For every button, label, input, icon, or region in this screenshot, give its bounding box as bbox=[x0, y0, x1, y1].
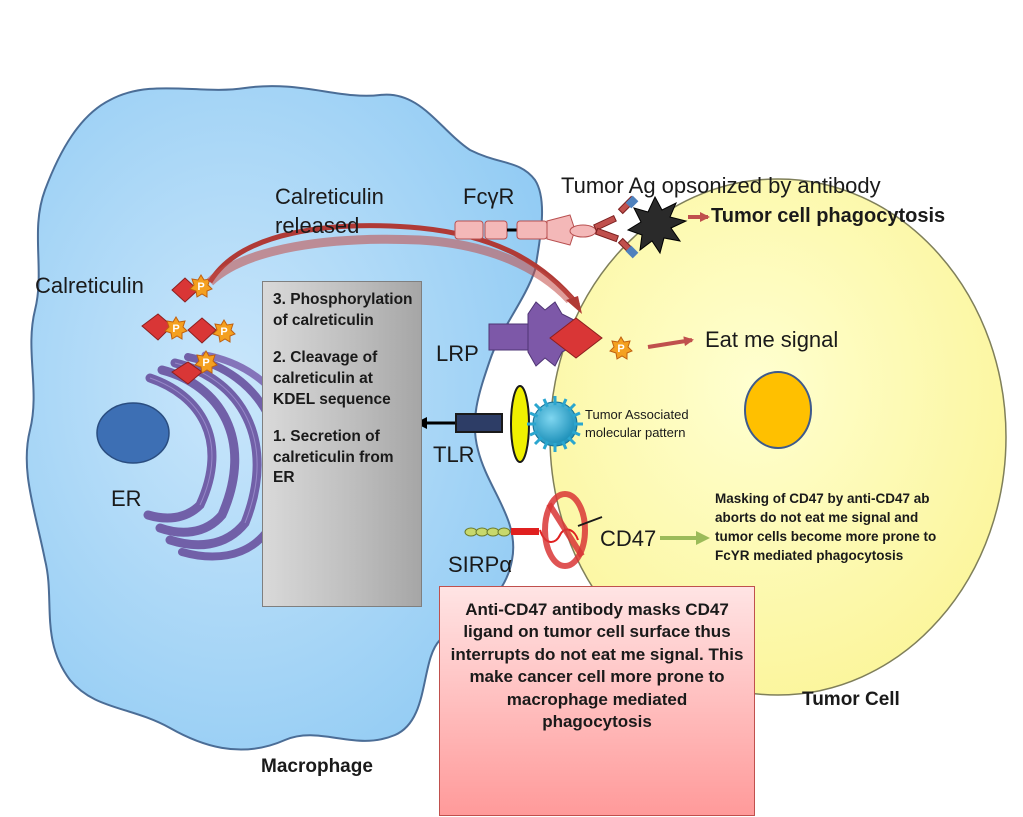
tlr-label: TLR bbox=[433, 442, 475, 467]
eat-me-arrow bbox=[647, 336, 694, 349]
phospho-label: P bbox=[617, 343, 624, 355]
fc-receptor bbox=[454, 214, 597, 246]
eat-me-signal-label: Eat me signal bbox=[705, 327, 839, 352]
sirpa-receptor bbox=[464, 527, 539, 537]
tamp-spiky-icon bbox=[527, 396, 583, 452]
tlr-receptor bbox=[455, 385, 530, 463]
calreticulin-phospho-icon bbox=[141, 274, 236, 385]
fcyr-label: FcγR bbox=[463, 184, 515, 209]
steps-box: 3. Phosphorylation of calreticulin 2. Cl… bbox=[262, 281, 422, 607]
phospho-label: P bbox=[172, 323, 179, 335]
calreticulin-bound bbox=[549, 317, 603, 359]
masking-note: Masking of CD47 by anti-CD47 ab aborts d… bbox=[715, 491, 937, 564]
sirpa-label: SIRPα bbox=[448, 552, 513, 577]
lrp-label: LRP bbox=[436, 341, 479, 366]
step-1: 1. Secretion of calreticulin from ER bbox=[273, 427, 394, 487]
calreticulin-label: Calreticulin bbox=[35, 273, 144, 298]
tumor-ag-label: Tumor Ag opsonized by antibody bbox=[561, 173, 881, 198]
tumor-cell-phagocytosis-label: Tumor cell phagocytosis bbox=[711, 205, 946, 227]
phospho-label: P bbox=[202, 357, 209, 369]
er-label: ER bbox=[111, 486, 142, 511]
calreticulin-release-arrow bbox=[207, 223, 580, 307]
cd47-label: CD47 bbox=[600, 526, 657, 551]
er-nucleus bbox=[96, 402, 170, 464]
tamp-label: Tumor Associated molecular pattern bbox=[585, 407, 689, 441]
anti-cd47-box: Anti-CD47 antibody masks CD47 ligand on … bbox=[439, 586, 755, 816]
tumor-antigen-star-icon bbox=[626, 195, 688, 255]
phospho-label: P bbox=[197, 281, 204, 293]
tumor-cell-label: Tumor Cell bbox=[802, 689, 900, 710]
prohibition-icon bbox=[542, 491, 588, 569]
step-2: 2. Cleavage of calreticulin at KDEL sequ… bbox=[273, 348, 391, 408]
calreticulin-released-label: Calreticulin bbox=[275, 184, 384, 209]
anti-cd47-text: Anti-CD47 antibody masks CD47 ligand on … bbox=[450, 600, 744, 732]
tumor-nucleus bbox=[744, 371, 812, 449]
phospho-label: P bbox=[220, 326, 227, 338]
step-3: 3. Phosphorylation of calreticulin bbox=[273, 291, 413, 329]
calreticulin-released-label: released bbox=[275, 213, 360, 238]
lrp-receptor bbox=[488, 301, 575, 367]
macrophage-label: Macrophage bbox=[261, 756, 373, 777]
antibody-icon bbox=[593, 195, 639, 259]
